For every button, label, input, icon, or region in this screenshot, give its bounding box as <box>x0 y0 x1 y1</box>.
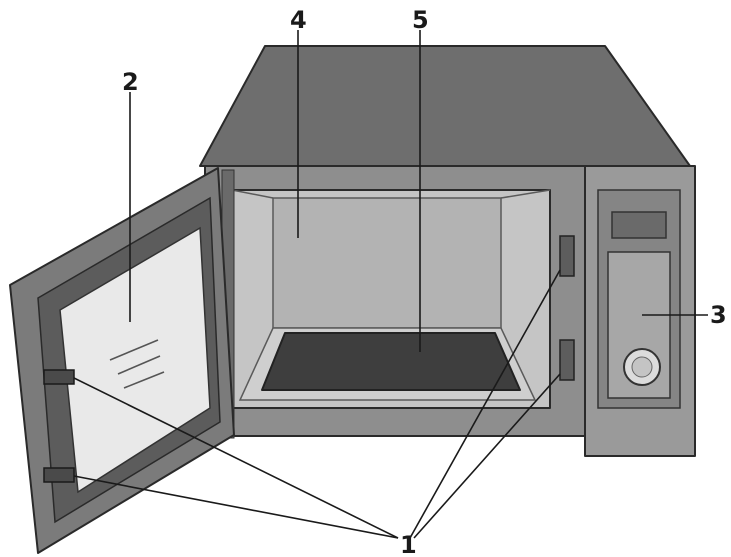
door-latch-hook-upper <box>43 369 75 385</box>
leader-1b <box>73 475 399 539</box>
latch-slot-lower <box>559 339 575 381</box>
oven-cavity-back-wall <box>272 197 502 329</box>
callout-5: 5 <box>412 6 429 34</box>
callout-2: 2 <box>122 68 139 96</box>
cabinet-top <box>199 45 691 167</box>
callout-1: 1 <box>400 531 417 557</box>
callout-3: 3 <box>710 301 727 329</box>
window-glare-1 <box>109 339 159 361</box>
window-glare-2 <box>117 355 161 375</box>
display-window <box>611 211 667 239</box>
leader-1a <box>73 377 399 539</box>
leader-1c <box>409 269 561 539</box>
leader-1d <box>413 373 561 539</box>
window-glare-3 <box>123 371 165 389</box>
glass-tray <box>261 332 521 391</box>
latch-slot-upper <box>559 235 575 277</box>
callout-4: 4 <box>290 6 307 34</box>
door-latch-hook-lower <box>43 467 75 483</box>
